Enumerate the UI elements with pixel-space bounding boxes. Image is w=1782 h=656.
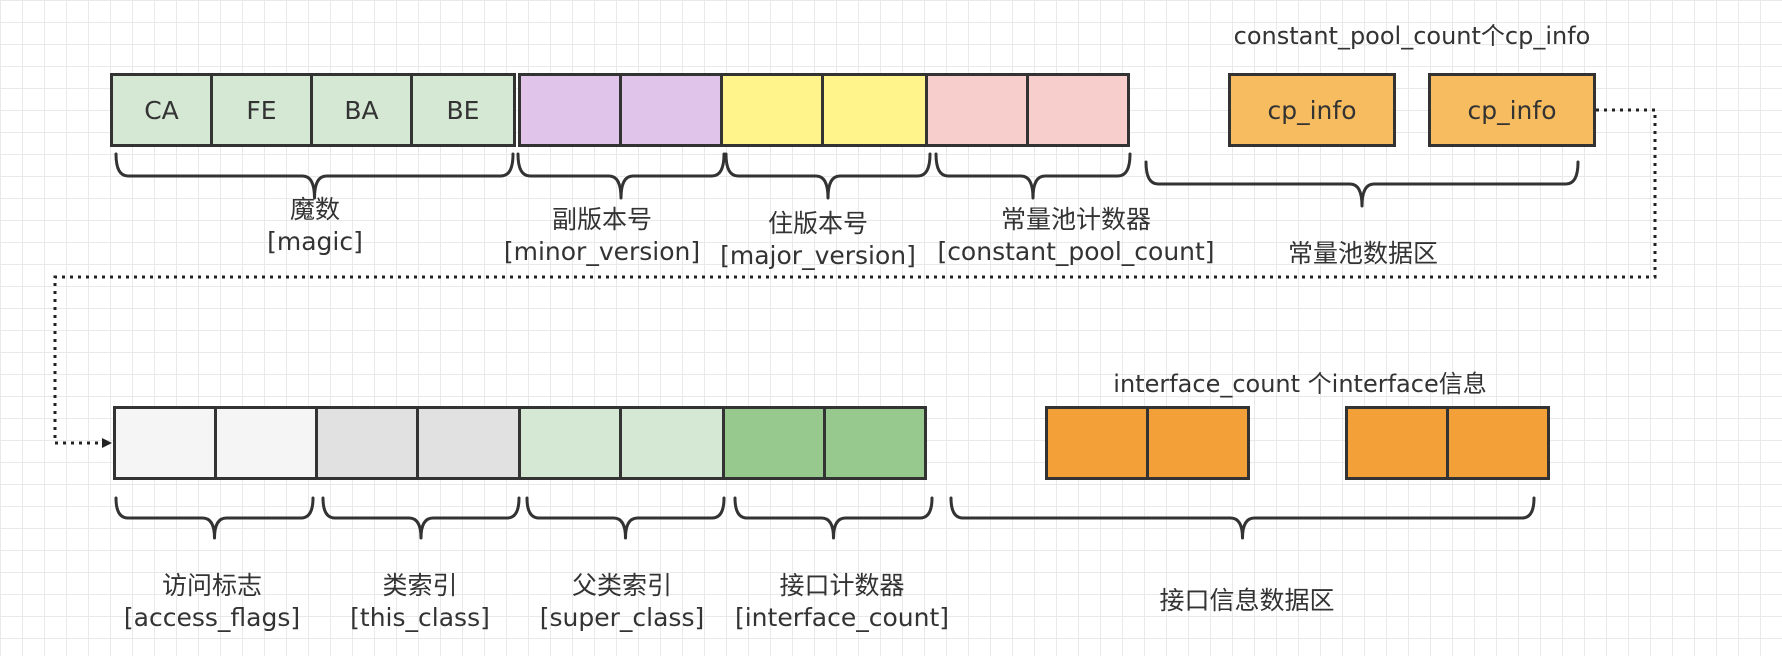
magic-label: 魔数 [magic] <box>267 194 363 258</box>
minor-version-label-en: [minor_version] <box>503 237 701 266</box>
access-flags-label-en: [access_flags] <box>123 603 301 632</box>
cp-info-box: cp_info <box>1228 73 1396 147</box>
constant-pool-count-label-en: [constant_pool_count] <box>937 237 1215 266</box>
this-class-label: 类索引 [this_class] <box>350 570 490 634</box>
super-class-label: 父类索引 [super_class] <box>540 570 704 634</box>
interface-data-label-cn: 接口信息数据区 <box>1159 586 1335 615</box>
constant-pool-data-label: 常量池数据区 <box>1288 238 1438 270</box>
constant-pool-count-byte <box>925 73 1029 147</box>
interface-info-byte <box>1045 406 1149 480</box>
this-class-label-cn: 类索引 <box>382 571 458 600</box>
super-class-byte <box>619 406 725 480</box>
magic-label-cn: 魔数 <box>289 195 340 224</box>
major-version-brace <box>724 152 932 200</box>
access-flags-label-cn: 访问标志 <box>161 571 262 600</box>
super-class-brace <box>525 496 726 540</box>
interface-count-label: 接口计数器 [interface_count] <box>735 570 949 634</box>
this-class-label-en: [this_class] <box>350 603 490 632</box>
interface-count-brace <box>733 496 934 540</box>
major-version-label: 住版本号 [major_version] <box>720 208 916 272</box>
this-class-byte <box>416 406 521 480</box>
magic-byte-ca: CA <box>110 73 213 147</box>
dotted-connector-arrow <box>53 108 1657 448</box>
major-version-label-cn: 住版本号 <box>767 209 869 238</box>
constant-pool-count-byte <box>1026 73 1130 147</box>
magic-label-en: [magic] <box>267 227 363 256</box>
interface-info-title: interface_count 个interface信息 <box>1113 370 1487 398</box>
interface-info-byte <box>1446 406 1550 480</box>
constant-pool-count-label-cn: 常量池计数器 <box>1000 205 1151 234</box>
cp-info-title: constant_pool_count个cp_info <box>1233 22 1591 50</box>
super-class-byte <box>518 406 622 480</box>
cp-info-box: cp_info <box>1428 73 1596 147</box>
super-class-label-en: [super_class] <box>539 603 705 632</box>
super-class-label-cn: 父类索引 <box>571 571 672 600</box>
this-class-brace <box>321 496 521 540</box>
access-flags-brace <box>114 496 315 540</box>
magic-byte-ba: BA <box>310 73 413 147</box>
interface-count-byte <box>823 406 927 480</box>
major-version-byte <box>821 73 928 147</box>
minor-version-byte <box>518 73 622 147</box>
constant-pool-count-label: 常量池计数器 [constant_pool_count] <box>937 204 1214 268</box>
magic-brace <box>114 152 515 200</box>
constant-pool-data-label-cn: 常量池数据区 <box>1287 239 1439 268</box>
access-flags-byte <box>214 406 318 480</box>
interface-data-label: 接口信息数据区 <box>1159 585 1334 617</box>
minor-version-label: 副版本号 [minor_version] <box>504 204 700 268</box>
minor-version-brace <box>516 152 726 200</box>
interface-count-label-cn: 接口计数器 <box>779 571 905 600</box>
access-flags-byte <box>113 406 217 480</box>
interface-count-byte <box>722 406 826 480</box>
this-class-byte <box>315 406 419 480</box>
access-flags-label: 访问标志 [access_flags] <box>124 570 300 634</box>
major-version-label-en: [major_version] <box>720 241 916 270</box>
magic-byte-be: BE <box>410 73 516 147</box>
magic-byte-fe: FE <box>210 73 313 147</box>
constant-pool-count-brace <box>934 152 1132 200</box>
interface-count-label-en: [interface_count] <box>734 603 950 632</box>
constant-pool-data-brace <box>1144 160 1580 208</box>
interface-data-brace <box>949 496 1536 540</box>
interface-info-byte <box>1345 406 1449 480</box>
minor-version-byte <box>619 73 723 147</box>
minor-version-label-cn: 副版本号 <box>551 205 653 234</box>
interface-info-byte <box>1146 406 1250 480</box>
major-version-byte <box>720 73 824 147</box>
